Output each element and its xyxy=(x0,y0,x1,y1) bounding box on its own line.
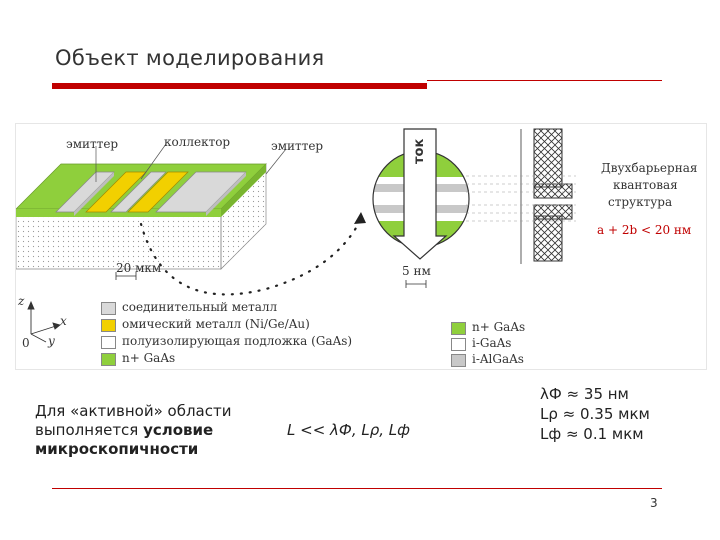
axis-y-label: y xyxy=(48,334,55,348)
energy-profile xyxy=(520,128,573,264)
footer-rule xyxy=(52,488,662,489)
axis-z-label: z xyxy=(18,294,25,308)
note-line-1: Для «активной» области xyxy=(35,402,232,420)
slide-title: Объект моделирования xyxy=(55,46,325,70)
microscopicity-note: Для «активной» области выполняется услов… xyxy=(35,402,231,459)
note-line-2-bold: условие xyxy=(143,421,214,439)
label-scale-right: 5 нм xyxy=(402,264,431,278)
label-leaders xyxy=(95,143,287,182)
zoom-arrowhead xyxy=(354,212,366,224)
metal-strips xyxy=(55,171,247,216)
legend-swatch-ialgaas xyxy=(451,354,466,367)
axis-x-label: x xyxy=(60,314,67,328)
legend-label-igaas: i-GaAs xyxy=(472,336,512,350)
label-structure-2: квантовая xyxy=(613,178,678,192)
value-line-1: λФ ≈ 35 нм xyxy=(540,385,629,403)
layer-guides xyxy=(466,175,576,222)
length-condition-formula: L << λФ, Lρ, Lф xyxy=(287,421,410,439)
legend-label-right-ngaas: n+ GaAs xyxy=(472,320,526,334)
label-collector: коллектор xyxy=(164,135,231,149)
legend-swatch-right-ngaas xyxy=(451,322,466,335)
legend-swatch-substrate xyxy=(101,336,116,349)
label-structure-3: структура xyxy=(608,195,673,209)
title-underline-accent xyxy=(52,83,427,89)
label-structure-1: Двухбарьерная xyxy=(601,161,698,175)
note-line-3-bold: микроскопичности xyxy=(35,440,199,458)
legend-label-substrate: полуизолирующая подложка (GaAs) xyxy=(122,334,353,348)
note-line-2-plain: выполняется xyxy=(35,421,144,439)
legend-label-metal: соединительный металл xyxy=(122,300,278,314)
label-scale-left: 20 мкм xyxy=(116,261,162,275)
length-values: λФ ≈ 35 нм Lρ ≈ 0.35 мкм Lф ≈ 0.1 мкм xyxy=(540,384,650,444)
current-arrow xyxy=(392,128,448,260)
legend-label-ngaas: n+ GaAs xyxy=(122,351,176,365)
value-line-3: Lф ≈ 0.1 мкм xyxy=(540,425,644,443)
legend-swatch-ohmic xyxy=(101,319,116,332)
axes-gizmo xyxy=(27,300,61,343)
legend-swatch-ngaas xyxy=(101,353,116,366)
axis-origin-label: 0 xyxy=(22,336,30,350)
title-underline-thin xyxy=(427,80,662,81)
legend-swatch-igaas xyxy=(451,338,466,351)
label-emitter-right: эмиттер xyxy=(271,139,324,153)
label-emitter-left: эмиттер xyxy=(66,137,119,151)
legend-label-ohmic: омический металл (Ni/Ge/Au) xyxy=(122,317,310,331)
note-line-3: микроскопичности xyxy=(35,440,231,459)
device-illustration xyxy=(16,128,576,343)
page-number: 3 xyxy=(650,496,658,510)
scale-bar-left xyxy=(115,272,137,280)
note-line-2: выполняется условие xyxy=(35,421,231,440)
zoom-arc xyxy=(139,217,363,296)
legend-swatch-metal xyxy=(101,302,116,315)
label-current: ток xyxy=(412,138,427,164)
scale-bar-right xyxy=(405,280,427,288)
device-figure: эмиттер коллектор эмиттер 20 мкм 5 нм то… xyxy=(15,123,707,370)
label-condition: a + 2b < 20 нм xyxy=(597,223,692,237)
legend-label-ialgaas: i-AlGaAs xyxy=(472,352,524,366)
value-line-2: Lρ ≈ 0.35 мкм xyxy=(540,405,650,423)
